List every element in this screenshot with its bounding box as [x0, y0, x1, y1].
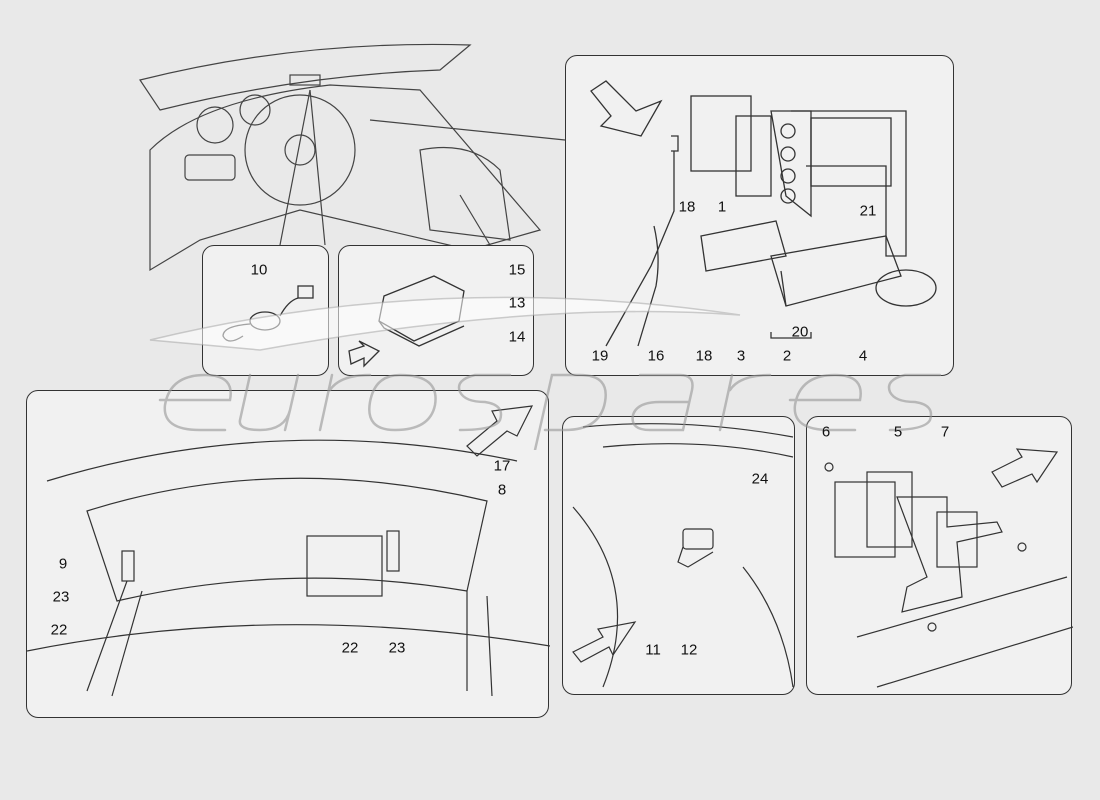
bracket-art	[824, 448, 1074, 688]
direction-arrow-icon	[991, 448, 1059, 488]
panel-bottom-left-trunk	[26, 390, 551, 718]
panel-bottom-middle-trunk-sensor	[562, 416, 795, 695]
callout-label: 14	[508, 328, 526, 346]
callout-label: 13	[508, 294, 526, 312]
callout-label: 1	[717, 198, 727, 216]
infotainment-unit-art	[590, 80, 937, 347]
trunk-lid-art	[26, 405, 551, 697]
direction-arrow-icon	[348, 340, 381, 368]
callout-label: 9	[58, 555, 68, 573]
direction-arrow-icon	[590, 80, 663, 137]
callout-label: 23	[388, 639, 406, 657]
callout-label: 8	[497, 481, 507, 499]
callout-label: 15	[508, 261, 526, 279]
callout-label: 18	[695, 347, 713, 365]
callout-label: 5	[893, 423, 903, 441]
callout-label: 6	[821, 423, 831, 441]
panel-bottom-right-bracket	[806, 416, 1074, 695]
callout-label: 10	[250, 261, 268, 279]
callout-label: 20	[791, 323, 809, 341]
callout-label: 7	[940, 423, 950, 441]
callout-label: 21	[859, 202, 877, 220]
direction-arrow-icon	[466, 405, 534, 457]
callout-label: 16	[647, 347, 665, 365]
callout-label: 2	[782, 347, 792, 365]
trunk-sensor-art	[572, 423, 794, 688]
direction-arrow-icon	[572, 621, 637, 663]
callout-label: 23	[52, 588, 70, 606]
callout-label: 19	[591, 347, 609, 365]
panel-small-middle-module	[338, 245, 534, 376]
callout-label: 24	[751, 470, 769, 488]
callout-label: 3	[736, 347, 746, 365]
callout-label: 22	[341, 639, 359, 657]
callout-label: 11	[645, 641, 661, 659]
callout-label: 17	[493, 457, 511, 475]
callout-label: 4	[858, 347, 868, 365]
panel-top-right-infotainment	[565, 55, 954, 376]
callout-label: 18	[678, 198, 696, 216]
callout-label: 12	[680, 641, 698, 659]
module-art	[348, 275, 465, 368]
callout-label: 22	[50, 621, 68, 639]
